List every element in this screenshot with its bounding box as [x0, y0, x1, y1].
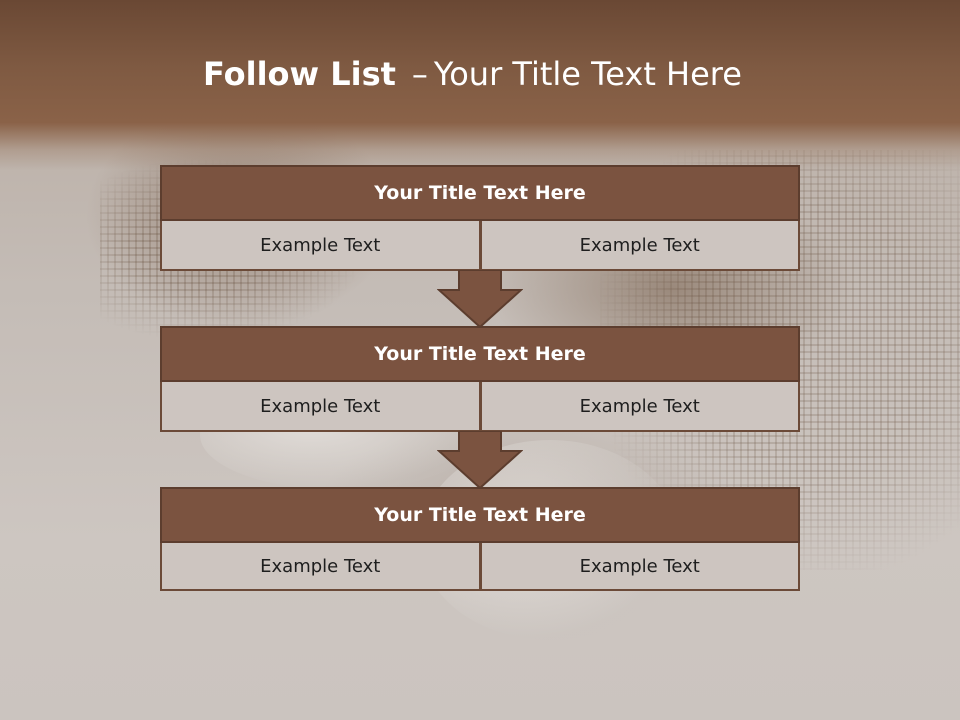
block-row: Example Text Example Text [160, 543, 800, 591]
block-title: Your Title Text Here [160, 326, 800, 382]
title-bold-part: Follow List [203, 55, 396, 93]
down-arrow-icon [437, 270, 523, 328]
example-text-cell-left: Example Text [160, 382, 481, 432]
example-text-cell-left: Example Text [160, 543, 481, 591]
example-text-cell-right: Example Text [480, 382, 800, 432]
list-block-2: Your Title Text Here Example Text Exampl… [160, 326, 800, 432]
example-text-cell-left: Example Text [160, 221, 481, 271]
example-text-cell-right: Example Text [480, 221, 800, 271]
block-row: Example Text Example Text [160, 382, 800, 432]
block-title: Your Title Text Here [160, 165, 800, 221]
list-block-1: Your Title Text Here Example Text Exampl… [160, 165, 800, 271]
title-dash: – [411, 55, 428, 93]
slide-title: Follow List–Your Title Text Here [0, 52, 945, 96]
header-band [0, 0, 960, 170]
block-title: Your Title Text Here [160, 487, 800, 543]
example-text-cell-right: Example Text [480, 543, 800, 591]
list-block-3: Your Title Text Here Example Text Exampl… [160, 487, 800, 591]
block-row: Example Text Example Text [160, 221, 800, 271]
down-arrow-icon [437, 431, 523, 489]
title-rest-part: Your Title Text Here [433, 55, 742, 93]
